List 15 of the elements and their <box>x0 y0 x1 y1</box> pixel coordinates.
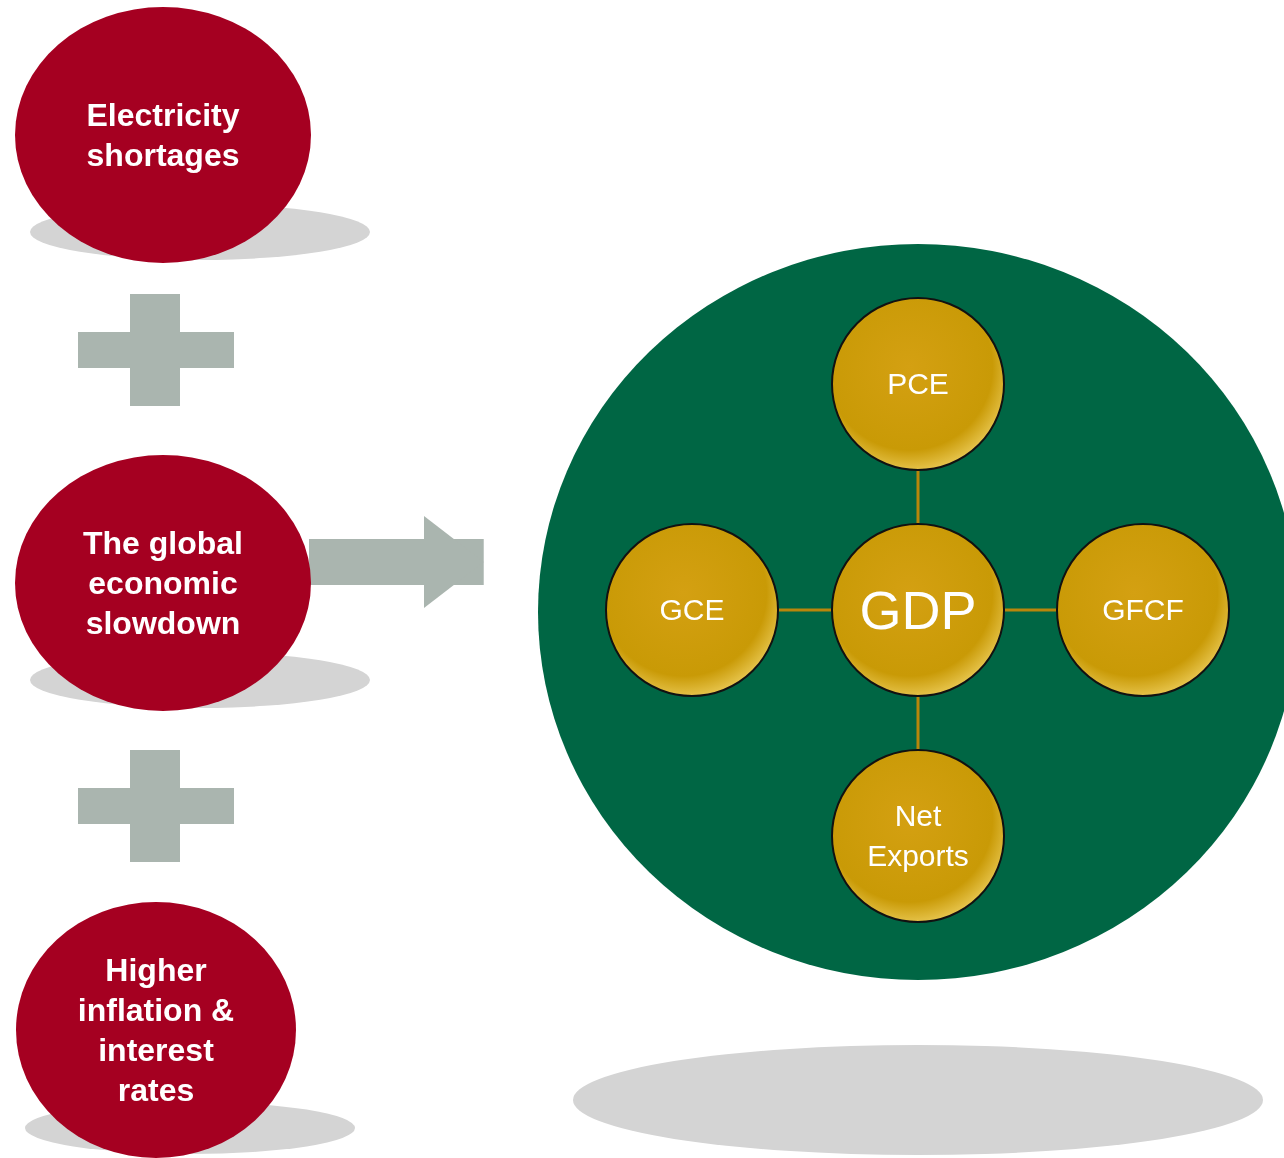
node-label: PCE <box>887 366 949 402</box>
node-label: GDP <box>859 590 977 630</box>
node-label: Net Exports <box>866 798 970 874</box>
plus-sign <box>78 750 234 862</box>
connector-line <box>779 608 831 612</box>
plus-sign <box>78 294 234 406</box>
connector-line <box>916 697 920 749</box>
node-label: GCE <box>659 592 725 628</box>
arrow <box>309 516 484 608</box>
node-label: Electricity shortages <box>85 96 241 175</box>
node-label: The global economic slowdown <box>82 524 244 643</box>
connector-line <box>916 471 920 523</box>
node-label: GFCF <box>1102 592 1184 628</box>
connector-line <box>1005 608 1056 612</box>
node-label: Higher inflation & interest rates <box>76 951 236 1110</box>
